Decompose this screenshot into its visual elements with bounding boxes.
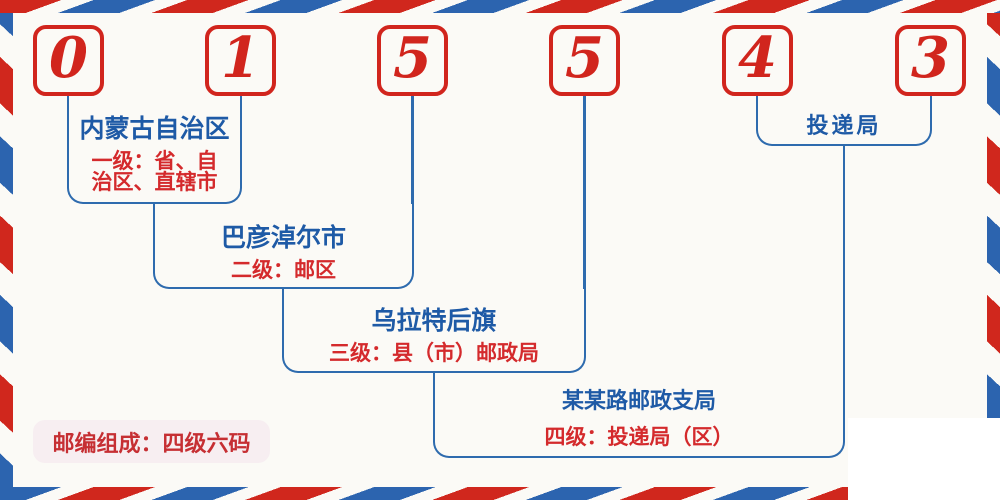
level4-label: 某某路邮政支局 四级：投递局（区） (545, 389, 734, 448)
level2-name: 巴彦淖尔市 (220, 223, 347, 252)
airmail-border-top (0, 0, 1000, 13)
level2-label: 巴彦淖尔市 二级：邮区 (220, 223, 347, 282)
level4-desc: 四级：投递局（区） (544, 425, 734, 450)
connector-digit3-line (411, 96, 414, 204)
airmail-border-right (987, 0, 1000, 500)
postcode-composition-badge: 邮编组成：四级六码 (33, 420, 270, 463)
level3-desc: 三级：县（市）邮政局 (329, 340, 539, 365)
connector-delivery-stem (842, 144, 846, 373)
level1-desc-line2: 治区、直辖市 (91, 169, 218, 194)
delivery-office-name: 投递局 (806, 114, 882, 139)
level2-desc: 二级：邮区 (230, 257, 336, 282)
digit-5: 4 (738, 24, 777, 91)
level1-name: 内蒙古自治区 (79, 114, 230, 143)
connector-digit4-line (583, 96, 586, 289)
level3-name: 乌拉特后旗 (371, 306, 497, 335)
bracket-level4 (432, 371, 846, 458)
digit-3: 5 (393, 24, 432, 91)
level4-name: 某某路邮政支局 (561, 389, 716, 414)
airmail-border-bottom (0, 487, 1000, 500)
digit-box-3: 5 (377, 25, 448, 96)
bottom-right-white-patch (848, 418, 1000, 500)
level1-desc: 一级：省、自 治区、直辖市 (79, 148, 229, 194)
level1-label: 内蒙古自治区 一级：省、自 治区、直辖市 (79, 114, 230, 194)
digit-box-5: 4 (722, 25, 793, 96)
level1-desc-line1: 一级：省、自 (91, 148, 218, 173)
digit-box-4: 5 (549, 25, 620, 96)
digit-6: 3 (911, 24, 950, 91)
level3-label: 乌拉特后旗 三级：县（市）邮政局 (329, 306, 539, 365)
digit-box-1: 0 (33, 25, 104, 96)
airmail-border-left (0, 0, 13, 500)
delivery-office-label: 投递局 (806, 108, 881, 140)
digit-2: 1 (221, 24, 260, 91)
digit-4: 5 (565, 24, 604, 91)
digit-box-6: 3 (895, 25, 966, 96)
postcode-composition-text: 邮编组成：四级六码 (52, 431, 251, 457)
digit-box-2: 1 (205, 25, 276, 96)
digit-1: 0 (49, 24, 88, 91)
